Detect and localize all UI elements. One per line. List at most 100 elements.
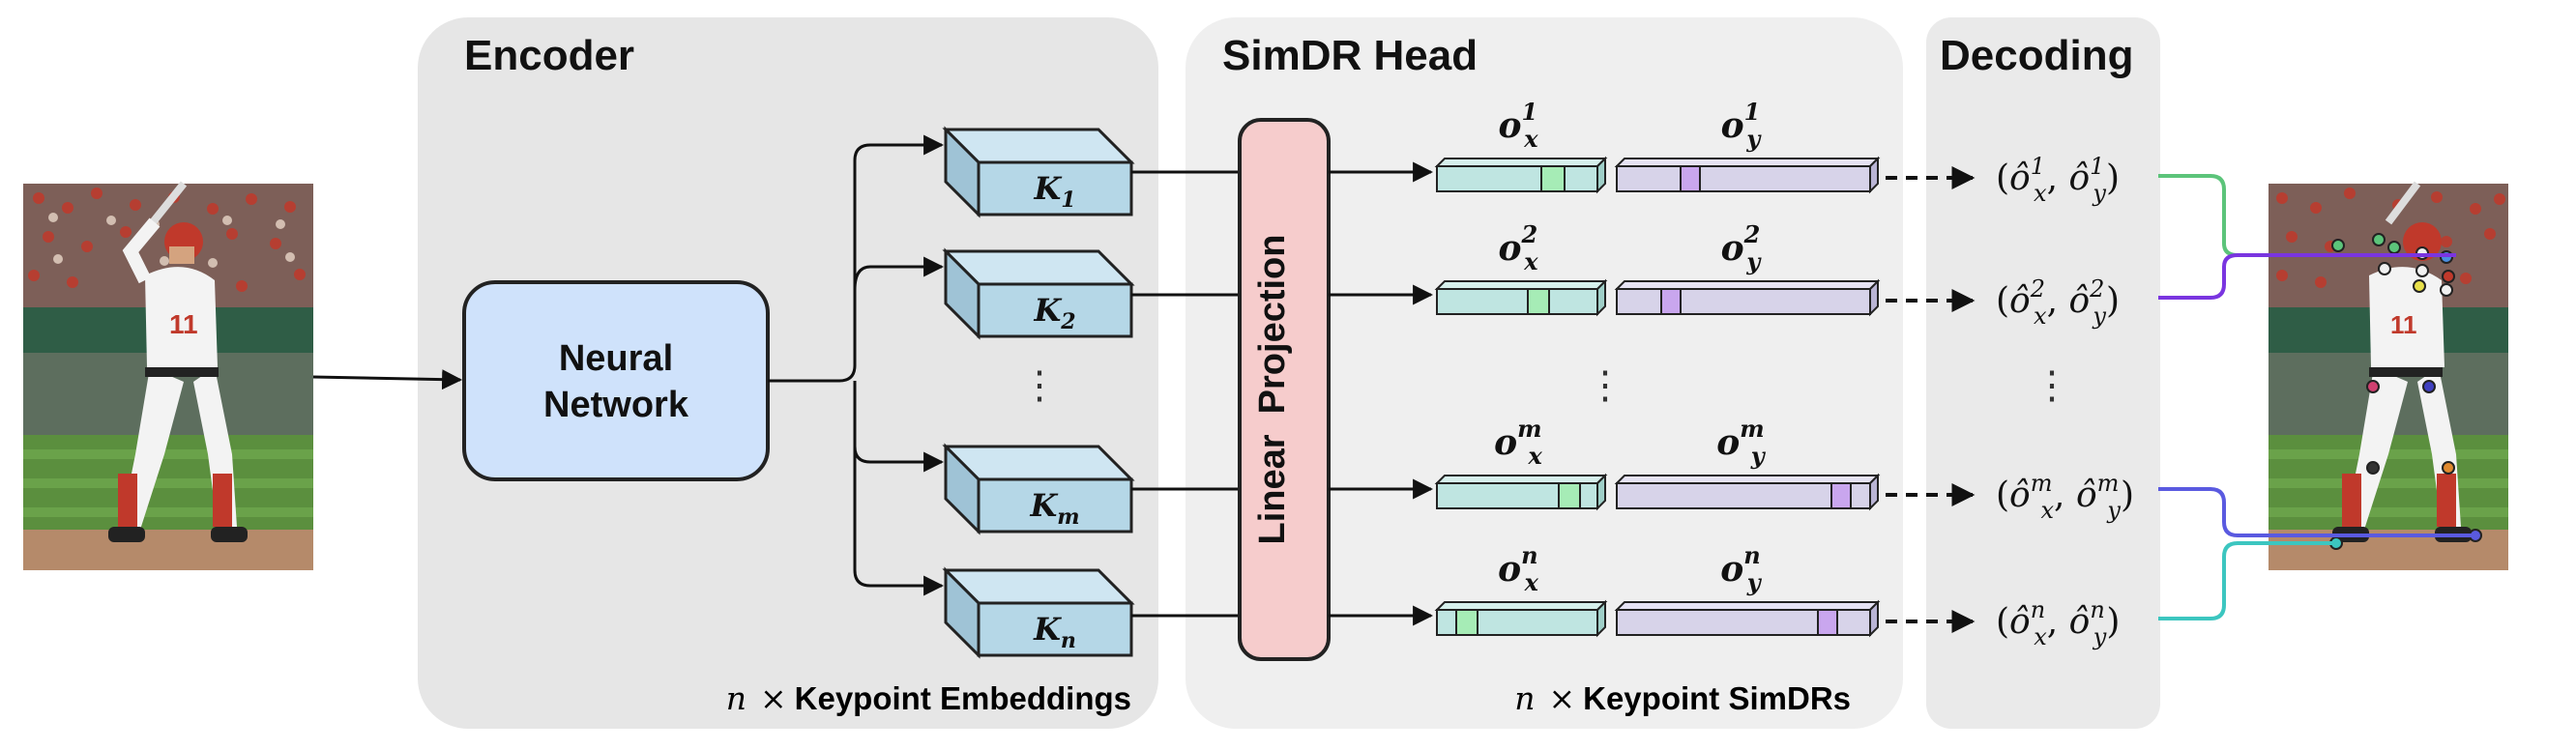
ox-superscript: m [1517,415,1541,443]
dx-subscript: x [2034,180,2047,207]
dy-symbol: ô [2069,602,2091,642]
ox-symbol: o [1498,549,1521,590]
linear-projection-box [1238,118,1331,661]
keypoint-curves [2158,174,2475,620]
dy-subscript: y [2093,623,2107,650]
dx-subscript: x [2041,497,2055,524]
comma: , [2047,602,2069,642]
keypoint-dot [2442,461,2455,475]
k-symbol: K [1029,487,1058,524]
ox-superscript: n [1521,541,1537,569]
simdr-footer-times: × [1548,679,1575,717]
input-image: 11 [23,181,313,570]
simdr-y-vector [1614,278,1881,317]
dy-symbol: ô [2076,476,2097,515]
k-to-projection-lines [1131,170,1240,618]
oy-subscript: y [1750,442,1767,470]
simdr-head-panel [1186,17,1903,729]
decoding-panel [1926,17,2160,729]
oy-subscript: y [1745,247,1762,275]
dy-subscript: y [2106,497,2121,524]
encoder-footer: n×Keypoint Embeddings [726,679,1131,717]
open-paren: ( [1996,602,2009,642]
close-paren: ) [2106,159,2120,198]
dx-superscript: 1 [2031,153,2045,180]
k-symbol: K [1033,611,1062,648]
oy-superscript: 2 [1743,220,1761,248]
comma: , [2047,159,2069,198]
neural-network-label-line1: Neural [559,338,673,379]
dx-subscript: x [2034,303,2047,330]
ox-subscript: x [1523,247,1538,275]
ox-superscript: 2 [1521,220,1538,248]
keypoint-dot [2440,283,2453,297]
dy-superscript: 2 [2089,275,2104,303]
dy-subscript: y [2092,180,2106,207]
ox-symbol: o [1498,105,1521,146]
linear-projection-label: Linear Projection [1252,235,1293,545]
decoding-title: Decoding [1940,32,2133,79]
simdr-x-peak [1540,165,1566,192]
k-subscript: m [1057,505,1079,530]
ox-symbol: o [1498,228,1521,269]
close-paren: ) [2106,281,2120,321]
dx-symbol: ô [2009,602,2031,642]
k-symbol: K [1033,292,1062,329]
encoder-footer-var: n [726,679,746,717]
oy-subscript: y [1746,568,1763,596]
keypoint-dot [2415,264,2429,277]
open-paren: ( [1996,476,2009,515]
dx-superscript: m [2031,470,2053,497]
keypoint-dot [2413,279,2426,293]
simdr-x-peak [1527,288,1550,315]
oy-symbol: o [1720,549,1743,590]
k-subscript: 2 [1060,309,1075,334]
keypoint-dot [2366,461,2380,475]
curve-keypoint-2 [2158,253,2456,300]
encoder-ellipsis: ⋮ [1020,363,1059,408]
encoder-footer-text: Keypoint Embeddings [795,680,1131,716]
oy-symbol: o [1721,228,1744,269]
dy-superscript: 1 [2090,153,2104,180]
simdr-y-vector [1614,599,1881,638]
dy-symbol: ô [2068,159,2090,198]
comma: , [2047,281,2069,321]
branch-connectors [768,134,945,596]
encoder-title: Encoder [464,32,634,79]
simdr-x-vector [1434,599,1608,638]
keypoint-embedding-label: Km [1029,487,1079,530]
oy-subscript: y [1745,125,1762,153]
svg-text:11: 11 [2390,310,2417,339]
dy-subscript: y [2092,303,2106,330]
k-symbol: K [1033,170,1062,207]
keypoint-embedding-label: Kn [1033,611,1076,653]
neural-network-label-line2: Network [543,385,689,425]
simdr-x-vector [1434,473,1608,511]
keypoint-embedding-block: K2 [942,247,1135,340]
simdr-y-peak [1817,609,1838,636]
dx-subscript: x [2034,623,2047,650]
k-subscript: 1 [1061,188,1075,213]
simdr-ellipsis: ⋮ [1586,363,1625,408]
projection-arrows [1329,161,1434,626]
open-paren: ( [1996,281,2009,321]
svg-text:11: 11 [169,309,198,339]
dx-symbol: ô [2009,281,2031,321]
keypoint-dot [2331,239,2345,252]
simdr-footer-var: n [1514,679,1535,717]
simdr-x-vector [1434,278,1608,317]
open-paren: ( [1996,159,2009,198]
dy-superscript: m [2097,470,2120,497]
decoding-ellipsis: ⋮ [2033,363,2071,408]
curve-keypoint-n [2158,541,2336,620]
neural-network-box [462,280,770,481]
oy-symbol: o [1716,422,1740,463]
output-image: 11 [2269,181,2508,570]
dy-symbol: ô [2068,281,2090,321]
oy-symbol: o [1721,105,1744,146]
